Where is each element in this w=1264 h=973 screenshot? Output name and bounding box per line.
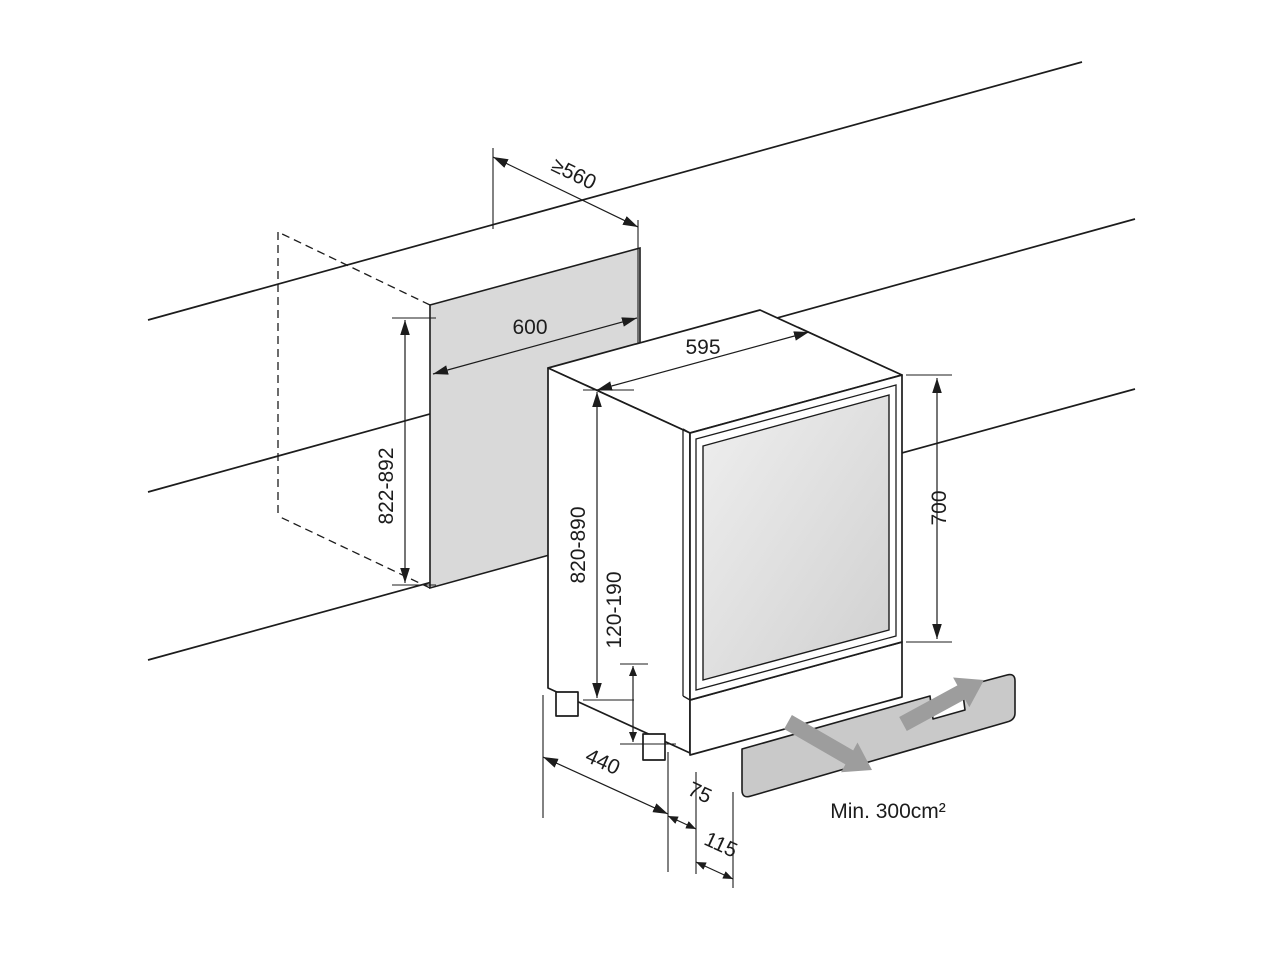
dim-appliance-height: 820-890 xyxy=(567,389,634,701)
niche-height-label: 822-892 xyxy=(375,447,398,524)
dim-line-75 xyxy=(667,815,697,830)
dim-niche-width: 600 xyxy=(432,316,638,375)
niche-depth-label: ≥560 xyxy=(548,154,600,195)
niche-hidden-bottom-edge xyxy=(277,515,431,589)
dim-plinth-height: 120-190 xyxy=(603,571,676,745)
appliance-height-label: 820-890 xyxy=(567,506,590,583)
dim-line-115 xyxy=(695,861,734,880)
door-glass-panel xyxy=(702,394,890,681)
appliance-width-label: 595 xyxy=(685,336,720,359)
dim-line xyxy=(492,156,639,228)
appliance-foot-front xyxy=(642,733,666,761)
dim-niche-height: 822-892 xyxy=(375,317,436,586)
dim-line xyxy=(596,331,810,391)
dim-door-height: 700 xyxy=(906,374,952,643)
appliance-foot-rear xyxy=(555,691,579,717)
niche-hidden-top-edge xyxy=(277,231,431,306)
dim-appliance-width: 595 xyxy=(585,326,903,434)
appliance xyxy=(547,309,903,761)
vent-area-label: Min. 300cm² xyxy=(830,800,946,823)
niche-width-label: 600 xyxy=(512,316,547,339)
dim-extension-line xyxy=(585,384,691,434)
dim-line xyxy=(432,317,638,375)
door-clearance-label: 75 xyxy=(684,778,715,809)
dim-extension-line xyxy=(797,326,903,376)
door-frame-inner-line xyxy=(695,384,897,691)
door-height-label: 700 xyxy=(928,490,951,525)
vent-grille-panel xyxy=(741,673,1016,798)
plinth-height-label: 120-190 xyxy=(603,571,626,648)
airflow-in-arrow-icon xyxy=(899,677,984,731)
plinth-setback-label: 115 xyxy=(701,828,741,863)
airflow-out-arrow-icon xyxy=(784,715,872,773)
base-depth-label: 440 xyxy=(582,744,623,779)
plinth-vent-grille: Min. 300cm² xyxy=(741,673,1016,823)
dim-line-440 xyxy=(542,756,669,815)
